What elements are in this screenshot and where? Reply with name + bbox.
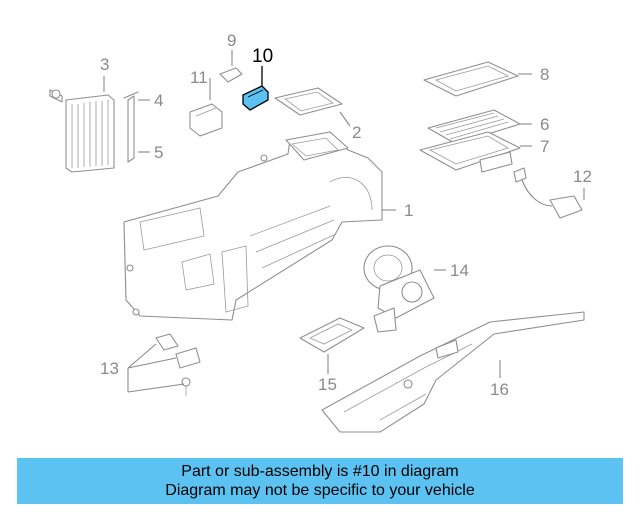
callout-16[interactable]: 16: [490, 380, 509, 399]
callout-6[interactable]: 6: [540, 115, 549, 134]
banner-line-2: Diagram may not be specific to your vehi…: [165, 482, 475, 499]
part-10-highlighted: [242, 85, 269, 111]
callout-3[interactable]: 3: [100, 55, 109, 74]
part-11-component: [189, 103, 223, 137]
callout-11[interactable]: 11: [190, 68, 208, 87]
part-7-tray: [419, 131, 521, 173]
callout-7[interactable]: 7: [540, 137, 549, 156]
part-1-hvac-case: [123, 131, 383, 321]
part-2-frame: [274, 87, 343, 116]
callout-5[interactable]: 5: [154, 143, 163, 162]
callout-12[interactable]: 12: [573, 167, 592, 186]
part-4-5-tube: [123, 91, 139, 163]
part-16-duct: [321, 311, 585, 433]
part-13-sensors: [155, 333, 201, 396]
part-8-cover: [423, 61, 519, 97]
callout-8[interactable]: 8: [540, 65, 549, 84]
callout-9[interactable]: 9: [227, 31, 236, 50]
part-3-heater-core: [49, 89, 115, 173]
callout-4[interactable]: 4: [154, 91, 163, 110]
part-9-component: [219, 67, 243, 83]
callout-2[interactable]: 2: [352, 123, 361, 142]
callout-15[interactable]: 15: [318, 375, 337, 394]
callout-10[interactable]: 10: [252, 46, 273, 67]
part-12-sensor: [513, 167, 583, 219]
part-15-module: [299, 317, 365, 353]
callout-1[interactable]: 1: [404, 201, 413, 220]
info-banner: Part or sub-assembly is #10 in diagram D…: [17, 458, 623, 504]
banner-line-1: Part or sub-assembly is #10 in diagram: [181, 463, 459, 480]
callout-13[interactable]: 13: [100, 359, 119, 378]
part-14-blower-motor: [363, 245, 435, 333]
parts-diagram: 3 4 5 11 9 10 2 8 6 7 12 1 14 15 13 16: [49, 31, 592, 433]
callout-14[interactable]: 14: [450, 261, 469, 280]
